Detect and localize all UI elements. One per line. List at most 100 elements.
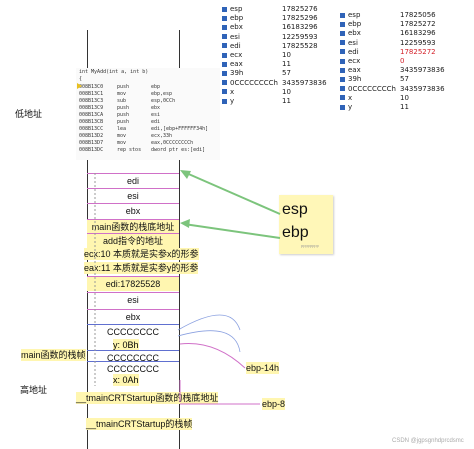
- watch-variable-icon: [222, 80, 227, 86]
- esp-arrow-line: [183, 171, 281, 215]
- disasm-op: sub: [117, 98, 127, 104]
- watch-name: x: [230, 87, 235, 96]
- watch-variable-icon: [222, 24, 227, 30]
- watch-variable-icon: [222, 15, 227, 21]
- disasm-arg: ecx,33h: [151, 133, 173, 139]
- sticky-ebp: ebp: [282, 224, 309, 241]
- disasm-op: mov: [117, 140, 127, 146]
- watch-variable-icon: [222, 43, 227, 49]
- watch-name: 39h: [348, 75, 362, 84]
- watch-name: ebx: [348, 29, 361, 38]
- disasm-addr: 008B13CB: [79, 119, 104, 125]
- watch-variable-icon: [222, 89, 227, 95]
- disasm-arg: esp,0CCh: [151, 98, 176, 104]
- stack-esi-top: esi: [87, 188, 179, 203]
- stack-ebx: ebx: [87, 309, 179, 324]
- stack-y-val: y: 0Bh: [113, 339, 139, 351]
- stack-cc-3: CCCCCCCC: [87, 361, 179, 376]
- disasm-op: mov: [117, 91, 127, 97]
- watch-name: edi: [348, 47, 359, 56]
- sticky-note: esp ebp pppppppp: [279, 195, 333, 254]
- watch-value: 17825056: [400, 11, 436, 19]
- watch-name: ebx: [230, 23, 243, 32]
- disasm-addr: 008B13DC: [79, 147, 104, 153]
- stack-eax-param: eax:11 本质就是实参y的形参: [84, 262, 199, 274]
- watch-left-row-x: x 10: [222, 87, 291, 97]
- disasm-arg: edi,[ebp+FFFFFF34h]: [151, 126, 209, 132]
- watch-value: 10: [282, 87, 291, 96]
- stack-edi-top: edi: [87, 173, 179, 188]
- watch-value: 16183296: [400, 29, 436, 38]
- disasm-op: push: [117, 119, 130, 125]
- stack-cc-2: CCCCCCCC: [87, 350, 179, 365]
- stack-esi: esi: [87, 292, 179, 307]
- watch-name: 0CCCCCCCCh: [230, 78, 278, 87]
- watch-name: ecx: [230, 51, 243, 59]
- ebp-14h-curve: [179, 343, 246, 369]
- disasm-arg: edi: [151, 119, 161, 125]
- watch-variable-icon: [340, 30, 345, 36]
- watch-name: y: [230, 97, 235, 105]
- watermark: CSDN @jgpsgnhdprcdsmc: [392, 438, 464, 444]
- low-address-label: 低地址: [15, 109, 43, 119]
- blue-curve-2: [177, 330, 241, 353]
- disasm-arg: ebp,esp: [151, 91, 173, 97]
- watch-value: 10: [400, 93, 409, 102]
- disasm-arg: ebp: [151, 84, 161, 90]
- disasm-addr: 008B13CA: [79, 112, 104, 118]
- watch-variable-icon: [340, 67, 345, 73]
- watch-value: 16183296: [282, 23, 318, 32]
- watch-right-row-eax: eax 3435973836: [340, 65, 445, 75]
- disasm-op: mov: [117, 133, 127, 139]
- disasm-arg: eax,0CCCCCCCCh: [151, 140, 194, 146]
- disasm-addr: 008B13C0: [79, 84, 104, 90]
- watch-value: 17825528: [282, 41, 318, 50]
- watch-variable-icon: [340, 21, 345, 27]
- watch-left-row-y: y 11: [222, 96, 291, 106]
- esp-arrow-head-icon: [180, 170, 191, 179]
- watch-name: eax: [348, 66, 361, 75]
- watch-value: 17825296: [282, 14, 318, 23]
- disasm-op: push: [117, 84, 130, 90]
- watch-variable-icon: [340, 95, 345, 101]
- disasm-header: int MyAdd(int a, int b): [79, 69, 149, 75]
- watch-variable-icon: [222, 70, 227, 76]
- watch-variable-icon: [340, 40, 345, 46]
- watch-name: edi: [230, 41, 241, 50]
- watch-name: eax: [230, 60, 243, 69]
- disasm-op: rep stos: [117, 147, 142, 153]
- watch-variable-icon: [340, 86, 345, 92]
- watch-value: 3435973836: [400, 66, 445, 75]
- stack-x-val: x: 0Ah: [113, 374, 139, 386]
- stack-main-ebp: main函数的栈底地址: [87, 219, 179, 234]
- watch-name: ecx: [348, 57, 361, 65]
- watch-name: 39h: [230, 69, 244, 78]
- current-instruction-arrow-icon: [77, 83, 82, 89]
- watch-name: y: [348, 103, 353, 111]
- disasm-brace: {: [79, 76, 83, 82]
- disasm-addr: 008B13C1: [79, 91, 104, 97]
- watch-value: 0: [400, 57, 405, 65]
- watch-left-row-ebx: ebx 16183296: [222, 22, 318, 32]
- watch-right-row-ecx: ecx 0: [340, 56, 404, 66]
- disasm-addr: 008B13CC: [79, 126, 104, 132]
- watch-value: 11: [282, 97, 291, 105]
- watch-name: ebp: [230, 14, 244, 23]
- sticky-esp: esp: [282, 201, 308, 218]
- blue-curve-1: [177, 314, 241, 331]
- ebp-14h-label: ebp-14h: [246, 362, 280, 374]
- watch-variable-icon: [340, 12, 345, 18]
- disasm-op: push: [117, 105, 130, 111]
